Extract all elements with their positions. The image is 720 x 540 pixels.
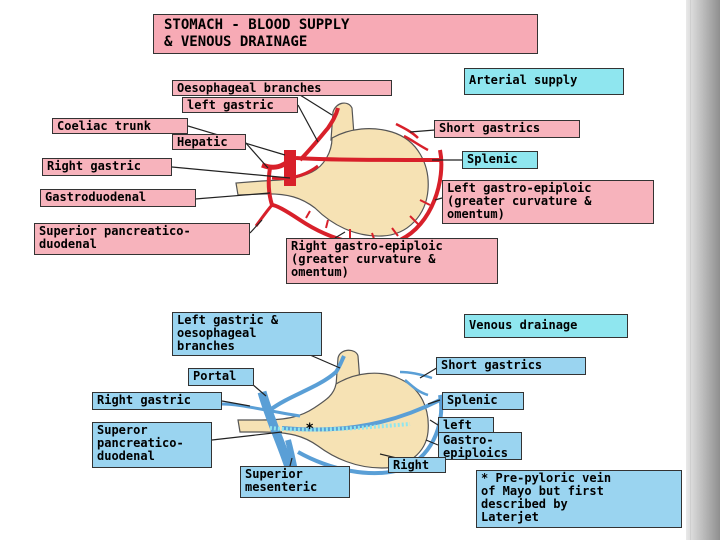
label-right-gastric-vein: Right gastric [92, 392, 222, 410]
label-coeliac-trunk: Coeliac trunk [52, 118, 188, 134]
label-right-vein: Right [388, 457, 446, 473]
label-left-gastric-artery: left gastric [182, 97, 298, 113]
label-gastro-epiploics-vein: Gastro- epiploics [438, 432, 522, 460]
venous-drainage-heading: Venous drainage [464, 314, 628, 338]
label-splenic-vein: Splenic [442, 392, 524, 410]
label-superior-pancreaticoduodenal-vein: Superor pancreatico- duodenal [92, 422, 212, 468]
arterial-supply-heading: Arterial supply [464, 68, 624, 95]
label-splenic-artery: Splenic [462, 151, 538, 169]
label-hepatic-artery: Hepatic [172, 134, 246, 150]
diagram-title: STOMACH - BLOOD SUPPLY & VENOUS DRAINAGE [153, 14, 538, 54]
label-portal-vein: Portal [188, 368, 254, 386]
label-superior-mesenteric-vein: Superior mesenteric [240, 466, 350, 498]
arterial-stomach-drawing [235, 102, 444, 247]
svg-text:*: * [306, 421, 314, 437]
label-oesophageal-branches: Oesophageal branches [172, 80, 392, 96]
slide-edge-bar [686, 0, 720, 540]
label-right-gastric-artery: Right gastric [42, 158, 172, 176]
label-left-gastro-epiploic-artery: Left gastro-epiploic (greater curvature … [442, 180, 654, 224]
label-gastroduodenal-artery: Gastroduodenal [40, 189, 196, 207]
pre-pyloric-vein-note: * Pre-pyloric vein of Mayo but first des… [476, 470, 682, 528]
label-right-gastro-epiploic-artery: Right gastro-epiploic (greater curvature… [286, 238, 498, 284]
label-short-gastrics-vein: Short gastrics [436, 357, 586, 375]
label-superior-pancreaticoduodenal-artery: Superior pancreatico- duodenal [34, 223, 250, 255]
label-left-gastric-oesophageal-veins: Left gastric & oesophageal branches [172, 312, 322, 356]
label-short-gastrics-artery: Short gastrics [434, 120, 580, 138]
label-left-vein: left [438, 417, 494, 433]
